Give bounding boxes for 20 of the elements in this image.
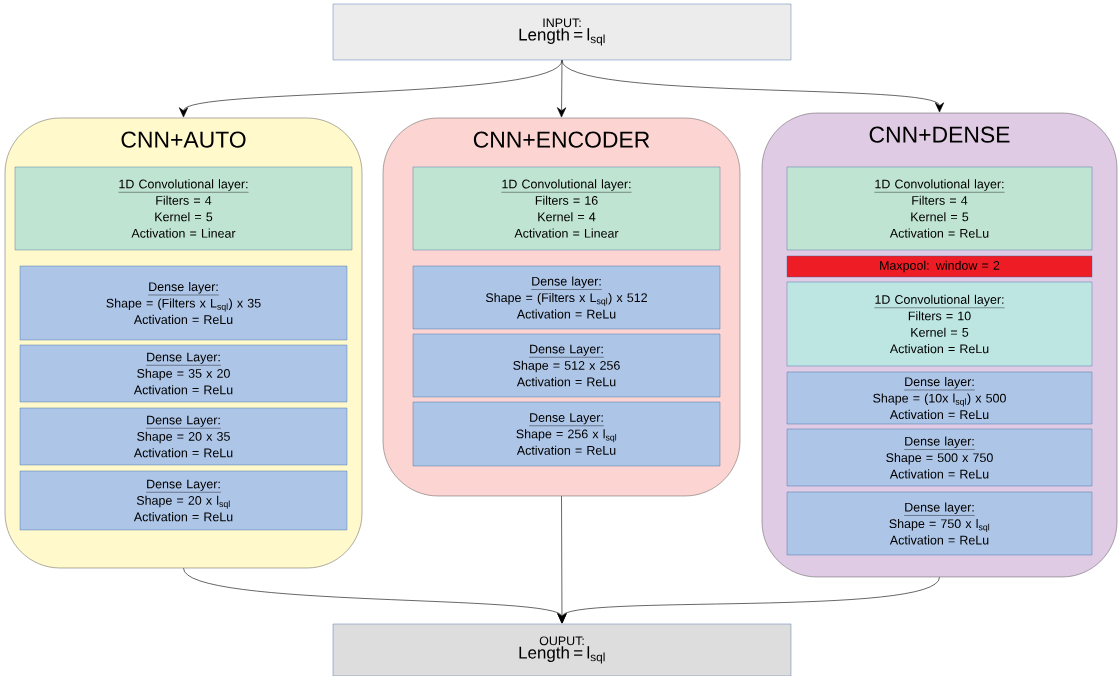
pooling-bar: Maxpool: window = 2 [786,255,1093,278]
arrow [557,576,940,624]
arrow [557,59,567,118]
arrow [561,59,945,113]
layer-box: Dense layer: Shape = 500 x 750 Activation = ReLu [786,428,1093,487]
layer-box: Dense Layer: Shape = 256 x l$_{sql}$ Activation = ReLu [412,401,721,467]
layer-box: 1D Convolutional layer: Filters = 16 Kernel = 4 Activation = Linear [412,166,721,251]
layer-box: Dense layer: Shape = (10x l$_{sql}$) x 500 Activation = ReLu [786,371,1093,425]
layer-box: 1D Convolutional layer: Filters = 4 Kernel = 5 Activation = Linear [14,166,353,251]
layer-box: Dense Layer: Shape = 20 x 35 Activation = ReLu [19,407,348,466]
layer-box: 1D Convolutional layer: Filters = 4 Kernel = 5 Activation = ReLu [786,166,1093,251]
layer-box: Dense layer: Shape = (Filters x L$_{sql}$) x 35 Activation = ReLu [19,265,348,341]
io-box: INPUT: Length = l$_{sql}$ [332,3,792,61]
layer-box: Dense Layer: Shape = 20 x l$_{sql}$ Activation = ReLu [19,470,348,531]
layer-box: Dense layer: Shape = (Filters x L$_{sql}$) x 512 Activation = ReLu [412,265,721,330]
layer-box: Dense layer: Shape = 750 x l$_{sql}$ Activation = ReLu [786,491,1093,556]
layer-box: 1D Convolutional layer: Filters = 10 Kernel = 5 Activation = ReLu [786,281,1093,367]
layer-box: Dense Layer: Shape = 35 x 20 Activation = ReLu [19,344,348,403]
layer-box: Dense Layer: Shape = 512 x 256 Activation = ReLu [412,333,721,398]
io-box: OUPUT: Length = l$_{sql}$ [332,623,792,676]
